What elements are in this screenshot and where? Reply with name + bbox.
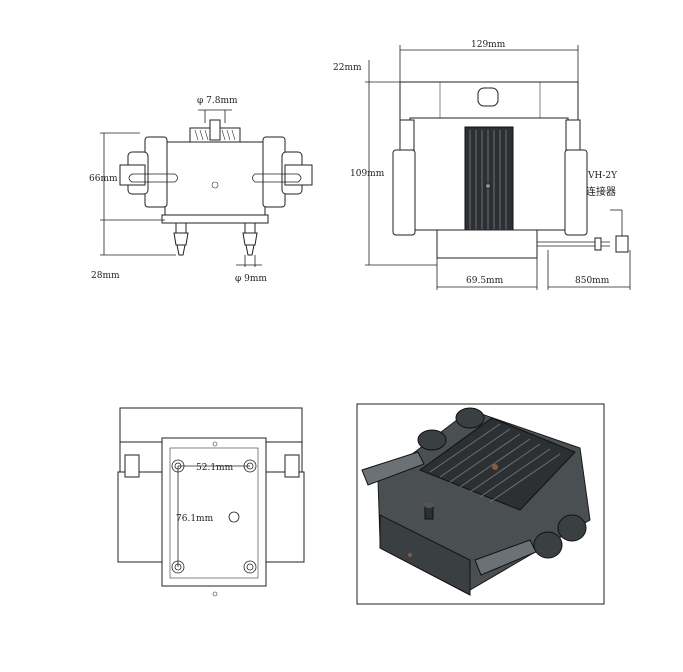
hole-spacing-vertical: 76.1mm <box>176 514 214 524</box>
side-top-offset-dimension: 22mm <box>333 63 362 73</box>
front-view-body <box>164 141 266 221</box>
side-view-connector <box>615 235 629 253</box>
side-base-width-dimension: 69.5mm <box>466 276 504 286</box>
front-view-top-port <box>209 119 221 141</box>
front-height-dimension: 66mm <box>89 174 118 184</box>
front-top-port-dimension: φ 7.8mm <box>197 96 238 106</box>
connector-label: 连接器 <box>586 185 616 198</box>
bottom-view-top-strip <box>119 407 303 443</box>
side-view-top-port <box>477 87 499 107</box>
side-width-dimension: 129mm <box>471 40 506 50</box>
connector-model-label: VH-2Y <box>587 171 618 181</box>
front-view: φ 7.8mm 66mm 28mm φ 9mm <box>89 96 313 284</box>
side-height-dimension: 109mm <box>350 169 385 179</box>
bottom-view: 52.1mm 76.1mm <box>117 407 305 597</box>
front-bottom-port-dimension: φ 9mm <box>235 274 267 284</box>
side-view: 129mm 22mm 109mm 69.5mm 850mm VH-2Y 连接器 <box>333 40 631 290</box>
front-bottom-offset-dimension: 28mm <box>91 271 120 281</box>
side-view-base <box>436 229 538 259</box>
bottom-view-center-hole <box>228 511 240 523</box>
render-fin-block <box>418 417 576 511</box>
side-cable-length-dimension: 850mm <box>575 276 610 286</box>
front-view-bottom-nozzles <box>173 222 258 256</box>
product-render <box>356 403 605 605</box>
front-view-screw <box>211 181 219 189</box>
hole-spacing-horizontal: 52.1mm <box>196 463 234 473</box>
mounting-holes <box>171 459 257 574</box>
